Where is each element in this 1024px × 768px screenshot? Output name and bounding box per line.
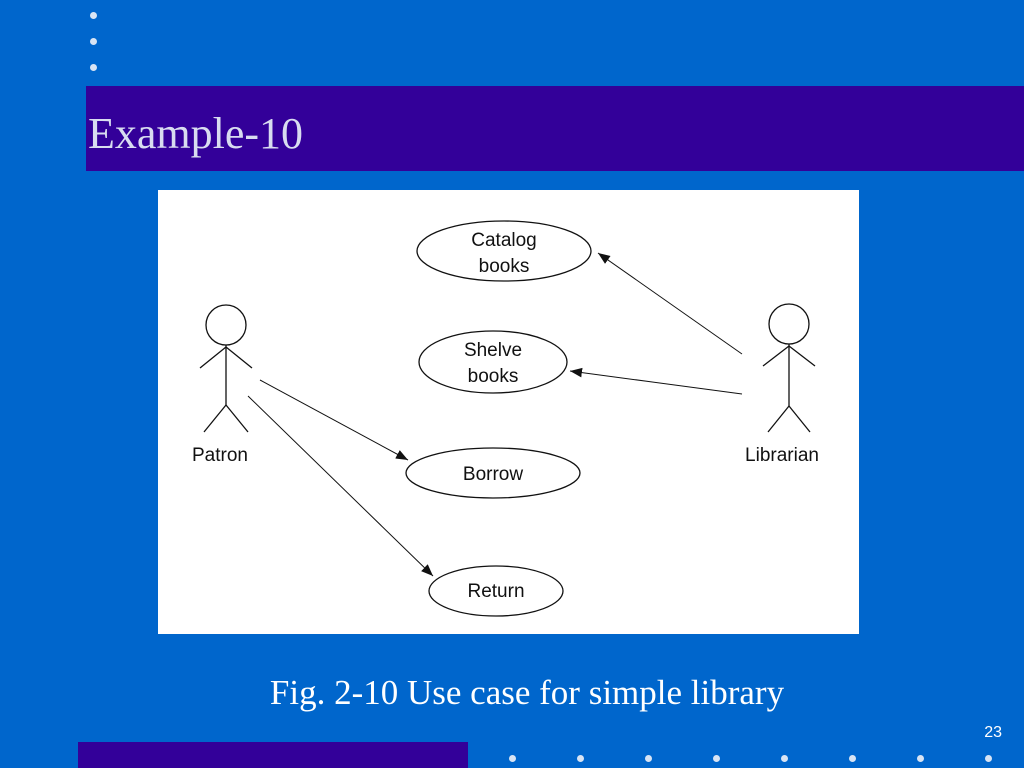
decorative-dot xyxy=(90,64,97,71)
figure-caption: Fig. 2-10 Use case for simple library xyxy=(269,673,785,712)
bottom-bar xyxy=(78,742,468,768)
librarian-leg-right xyxy=(788,405,811,433)
librarian-label: Librarian xyxy=(745,445,819,466)
association-arrow-librarian-shelve xyxy=(569,367,743,395)
slide-number: 23 xyxy=(984,724,1002,741)
decorative-dot xyxy=(577,755,584,762)
diagram-canvas: Patron Librarian Catalog books Shelve bo… xyxy=(192,220,819,617)
decorative-dot xyxy=(90,38,97,45)
use-case-return: Return xyxy=(428,565,564,617)
librarian-arm-right xyxy=(788,345,816,367)
patron-leg-left xyxy=(203,404,227,433)
decorative-dot xyxy=(90,12,97,19)
decorative-dot xyxy=(509,755,516,762)
use-case-diagram: Patron Librarian Catalog books Shelve bo… xyxy=(158,190,859,634)
use-case-ellipse xyxy=(418,330,568,394)
use-case-ellipse xyxy=(405,447,581,499)
patron-arm-left xyxy=(199,346,227,369)
patron-head xyxy=(205,304,247,346)
decorative-dot xyxy=(645,755,652,762)
use-case-shelve-books: Shelve books xyxy=(418,330,568,394)
use-case-borrow: Borrow xyxy=(405,447,581,499)
use-case-label: Catalog xyxy=(471,230,537,251)
patron-actor xyxy=(199,304,253,433)
use-case-ellipse xyxy=(416,220,592,282)
decorative-dot xyxy=(713,755,720,762)
librarian-arm-left xyxy=(762,345,790,367)
decorative-dot xyxy=(781,755,788,762)
use-case-label: Return xyxy=(467,581,524,602)
use-case-catalog-books: Catalog books xyxy=(416,220,592,282)
use-case-ellipse xyxy=(428,565,564,617)
use-case-label: books xyxy=(479,256,530,277)
librarian-actor xyxy=(762,303,816,433)
use-case-label: Borrow xyxy=(463,464,523,485)
slide-title: Example-10 xyxy=(88,109,304,158)
association-arrow-patron-borrow xyxy=(259,379,409,461)
decorative-dot xyxy=(985,755,992,762)
librarian-leg-left xyxy=(767,405,790,433)
use-case-label: Shelve xyxy=(464,340,522,361)
patron-label: Patron xyxy=(192,445,248,466)
patron-arm-right xyxy=(225,346,253,369)
use-case-label: books xyxy=(468,366,519,387)
decorative-dot xyxy=(917,755,924,762)
association-arrow-patron-return xyxy=(247,395,434,577)
decorative-dot xyxy=(849,755,856,762)
librarian-head xyxy=(768,303,810,345)
patron-leg-right xyxy=(225,404,249,433)
association-arrow-librarian-catalog xyxy=(597,252,743,355)
title-bar xyxy=(86,86,1024,171)
